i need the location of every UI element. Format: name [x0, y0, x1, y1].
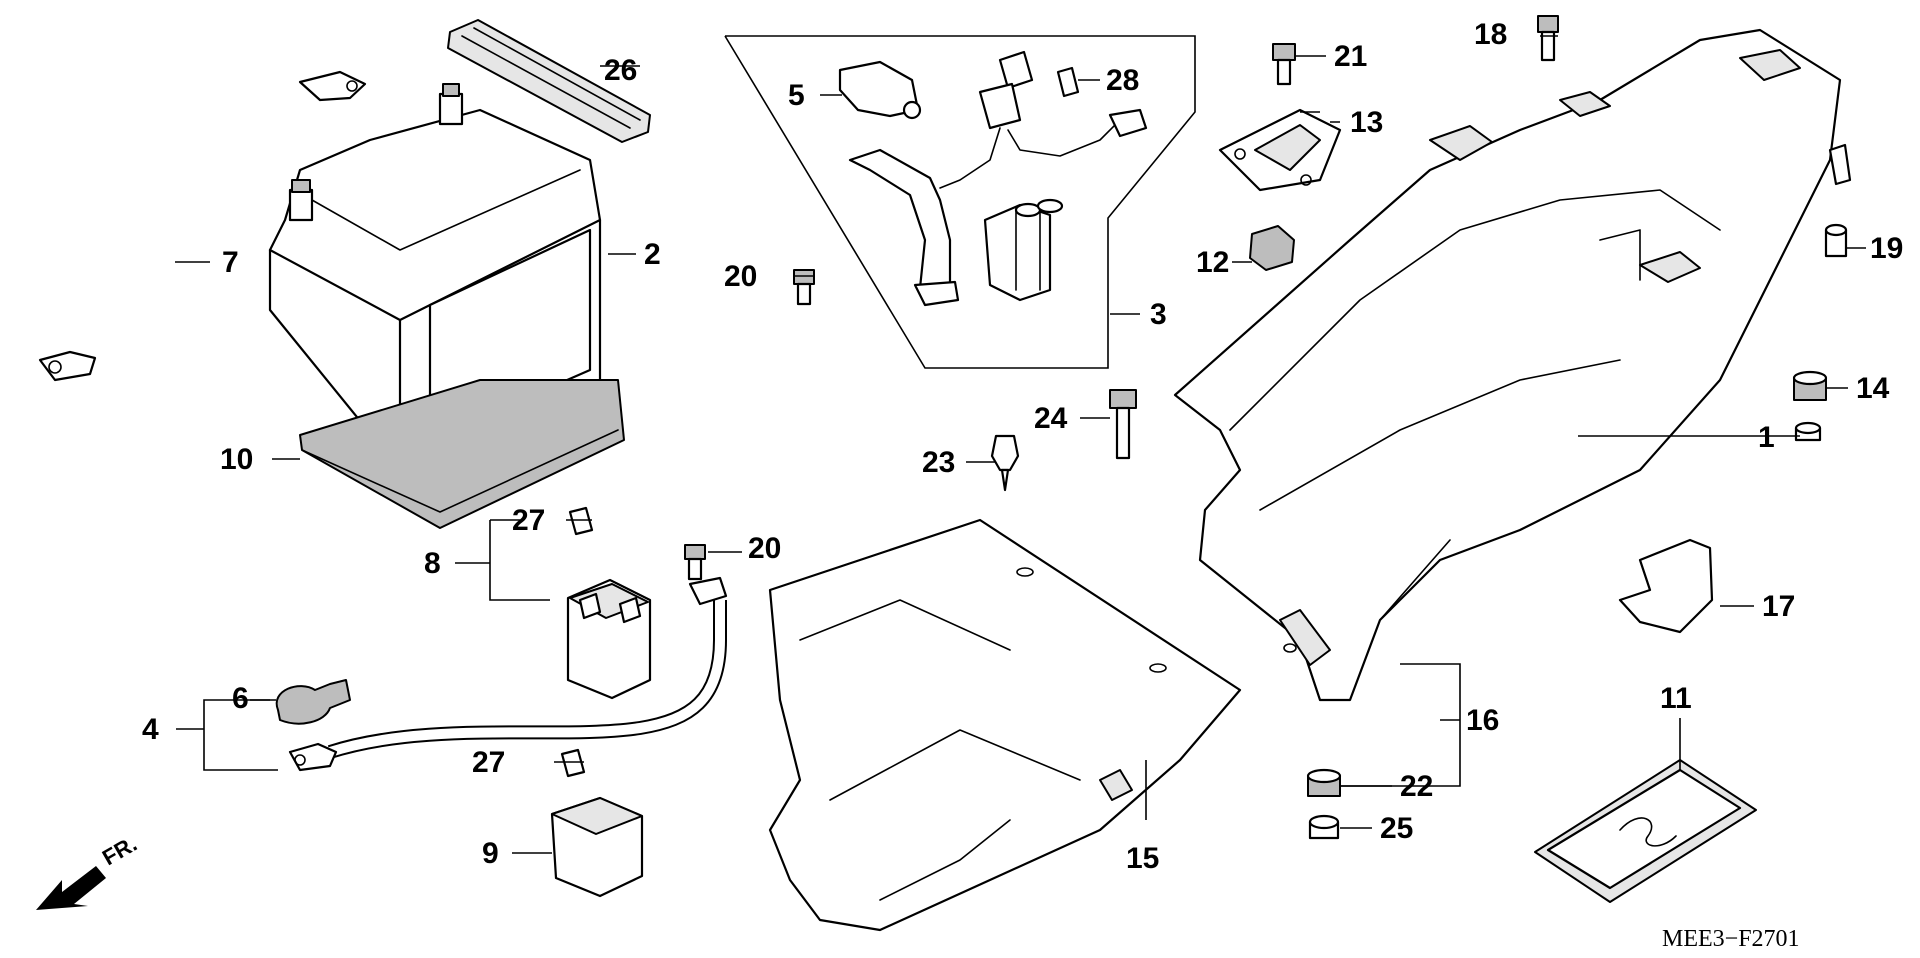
callout-9: 9: [482, 837, 499, 870]
bolt-icon: [684, 15, 1559, 581]
direction-label: FR.: [98, 831, 141, 870]
callout-21: 21: [1334, 40, 1367, 73]
rear-fender-icon: [1173, 28, 1852, 702]
fuse-box-cover-icon: [550, 796, 644, 898]
battery-band-icon: [447, 19, 651, 143]
battery-pad-icon: [299, 379, 625, 529]
callout-25: 25: [1380, 812, 1413, 845]
callout-20b: 20: [748, 532, 781, 565]
callout-3: 3: [1150, 298, 1167, 331]
callout-19: 19: [1870, 232, 1903, 265]
clip-cover-icon: [1618, 538, 1714, 634]
callout-23: 23: [922, 446, 955, 479]
diagram-code: MEE3−F2701: [1662, 926, 1800, 952]
relay-icon: [566, 578, 652, 700]
starter-relay-group-frame: [724, 35, 1196, 369]
callout-labels: 1 2 3 4 5 6 7 8 9 10 11 12 13 14 15 16 1…: [142, 18, 1903, 875]
callout-28: 28: [1106, 64, 1139, 97]
callout-13: 13: [1350, 106, 1383, 139]
ground-cable-icon: [288, 576, 728, 772]
grommet-icon: [1306, 223, 1848, 840]
rubber-cushion-icon: [1249, 225, 1295, 271]
bracket-plate-icon: [1218, 108, 1342, 192]
battery-cable-icon: [38, 70, 367, 382]
callout-8: 8: [424, 547, 441, 580]
relay-cover-icon: [838, 60, 922, 120]
callout-16: 16: [1466, 704, 1499, 737]
callout-12: 12: [1196, 246, 1229, 279]
callout-15: 15: [1126, 842, 1159, 875]
terminal-cap-icon: [275, 679, 351, 725]
callout-26: 26: [604, 54, 637, 87]
callout-27a: 27: [512, 504, 545, 537]
callout-22: 22: [1400, 770, 1433, 803]
callout-2: 2: [644, 238, 661, 271]
inner-fender-icon: [768, 518, 1242, 932]
callout-7: 7: [222, 246, 239, 279]
leader-lines: [175, 35, 1866, 854]
callout-1: 1: [1758, 421, 1775, 454]
callout-10: 10: [220, 443, 253, 476]
callout-17: 17: [1762, 590, 1795, 623]
fuse-icon: [560, 506, 594, 778]
manual-pouch-icon: [1534, 759, 1757, 903]
front-arrow-icon: FR.: [36, 831, 141, 910]
fuse-icon: [1056, 66, 1080, 98]
callout-14: 14: [1856, 372, 1890, 405]
callout-27b: 27: [472, 746, 505, 779]
callout-24: 24: [1034, 402, 1068, 435]
starter-relay-harness-icon: [848, 50, 1148, 307]
callout-20a: 20: [724, 260, 757, 293]
callout-4: 4: [142, 713, 159, 746]
callout-18: 18: [1474, 18, 1507, 51]
callout-11: 11: [1660, 682, 1692, 715]
callout-5: 5: [788, 79, 805, 112]
callout-6: 6: [232, 682, 249, 715]
